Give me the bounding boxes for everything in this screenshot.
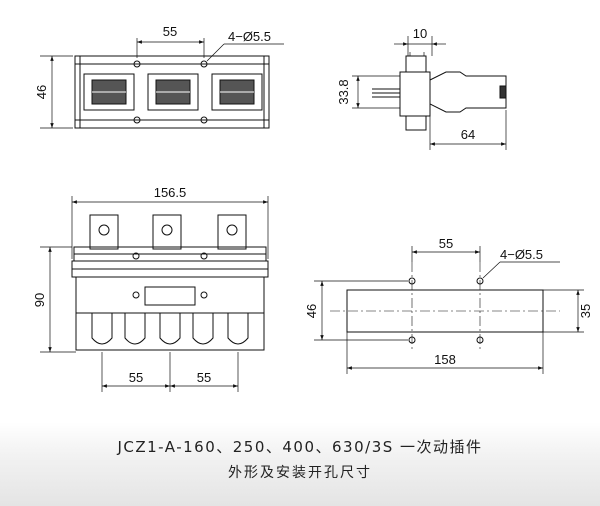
- cutout-dim-hole: 4−Ø5.5: [500, 247, 543, 262]
- front-dim-width: 156.5: [154, 185, 187, 200]
- cutout-view: [314, 246, 584, 374]
- mounting-hole: [200, 116, 208, 124]
- mounting-hole: [476, 277, 484, 285]
- cutout-dim-width: 158: [434, 352, 456, 367]
- mounting-hole: [476, 336, 484, 344]
- mounting-hole: [408, 277, 416, 285]
- mounting-hole: [133, 60, 141, 68]
- caption-band: [0, 422, 600, 506]
- side-view: [352, 36, 507, 150]
- mounting-hole: [133, 116, 141, 124]
- contact-block-3: [211, 73, 263, 111]
- front-dim-pitch-left: 55: [129, 370, 143, 385]
- contact-block-1: [83, 73, 135, 111]
- dimension-drawing: 55 4−Ø5.5 46 10 33.8 64: [32, 24, 593, 392]
- side-dim-height: 33.8: [336, 79, 351, 104]
- caption-model: JCZ1-A-160、250、400、630/3S 一次动插件: [117, 438, 483, 456]
- contact-block-2: [147, 73, 199, 111]
- mounting-hole: [408, 336, 416, 344]
- cutout-dim-inner-height: 35: [578, 304, 593, 318]
- front-view: [40, 196, 269, 392]
- front-dim-pitch-right: 55: [197, 370, 211, 385]
- mounting-hole: [200, 60, 208, 68]
- side-dim-top: 10: [413, 26, 427, 41]
- front-dim-height: 90: [32, 293, 47, 307]
- top-dim-height: 46: [34, 85, 49, 99]
- caption-description: 外形及安装开孔尺寸: [228, 465, 372, 481]
- cutout-dim-pitch: 55: [439, 236, 453, 251]
- side-dim-bottom: 64: [461, 127, 475, 142]
- cutout-dim-outer-height: 46: [304, 304, 319, 318]
- top-dim-hole: 4−Ø5.5: [228, 29, 271, 44]
- top-view: [40, 38, 284, 129]
- top-dim-width: 55: [163, 24, 177, 39]
